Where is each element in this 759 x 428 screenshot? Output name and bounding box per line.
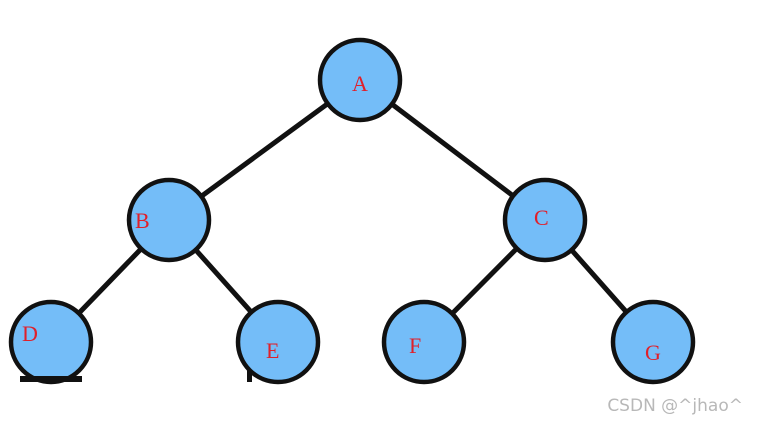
node-label-a: A bbox=[352, 71, 368, 96]
node-c: C bbox=[502, 177, 588, 263]
artifact-under-e bbox=[247, 370, 252, 382]
node-a: A bbox=[317, 37, 403, 123]
node-label-g: G bbox=[645, 340, 661, 365]
nodes-layer: A B C D E F G bbox=[8, 37, 696, 385]
artifact-under-d bbox=[20, 376, 82, 382]
node-b: B bbox=[126, 177, 212, 263]
watermark-text: CSDN @^jhao^ bbox=[607, 396, 743, 416]
node-label-c: C bbox=[534, 205, 549, 230]
node-g: G bbox=[610, 299, 696, 385]
node-label-b: B bbox=[135, 208, 150, 233]
node-d: D bbox=[8, 299, 94, 385]
node-circle-f bbox=[381, 299, 467, 385]
node-circle-a bbox=[317, 37, 403, 123]
node-circle-b bbox=[126, 177, 212, 263]
node-circle-c bbox=[502, 177, 588, 263]
node-label-f: F bbox=[409, 333, 421, 358]
node-e: E bbox=[235, 299, 321, 385]
node-f: F bbox=[381, 299, 467, 385]
node-label-e: E bbox=[266, 338, 279, 363]
node-circle-e bbox=[235, 299, 321, 385]
node-circle-g bbox=[610, 299, 696, 385]
node-label-d: D bbox=[22, 321, 38, 346]
